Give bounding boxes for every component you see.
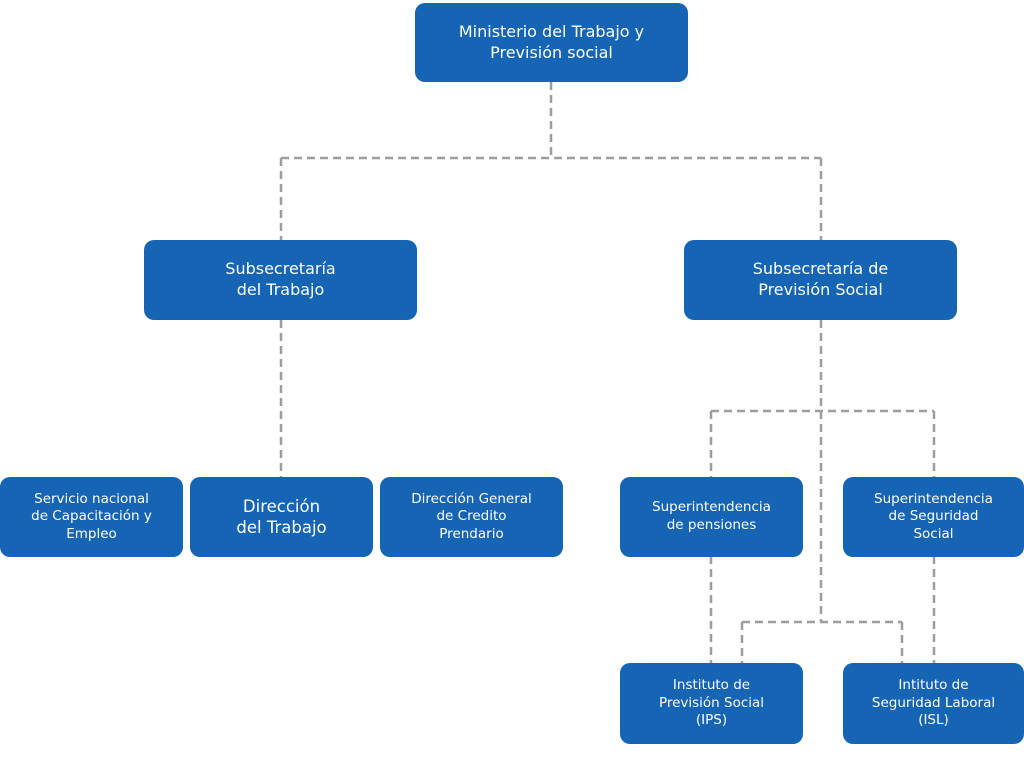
node-instituto-seguridad-laboral: Intituto de Seguridad Laboral (ISL) bbox=[843, 663, 1024, 744]
node-subsecretaria-prevision: Subsecretaría de Previsión Social bbox=[684, 240, 957, 320]
node-servicio-capacitacion: Servicio nacional de Capacitación y Empl… bbox=[0, 477, 183, 557]
node-direccion-credito-prendario: Dirección General de Credito Prendario bbox=[380, 477, 563, 557]
node-instituto-prevision-social: Instituto de Previsión Social (IPS) bbox=[620, 663, 803, 744]
node-ministerio: Ministerio del Trabajo y Previsión socia… bbox=[415, 3, 688, 82]
node-superintendencia-pensiones: Superintendencia de pensiones bbox=[620, 477, 803, 557]
node-direccion-trabajo: Dirección del Trabajo bbox=[190, 477, 373, 557]
node-superintendencia-seguridad-social: Superintendencia de Seguridad Social bbox=[843, 477, 1024, 557]
node-subsecretaria-trabajo: Subsecretaría del Trabajo bbox=[144, 240, 417, 320]
